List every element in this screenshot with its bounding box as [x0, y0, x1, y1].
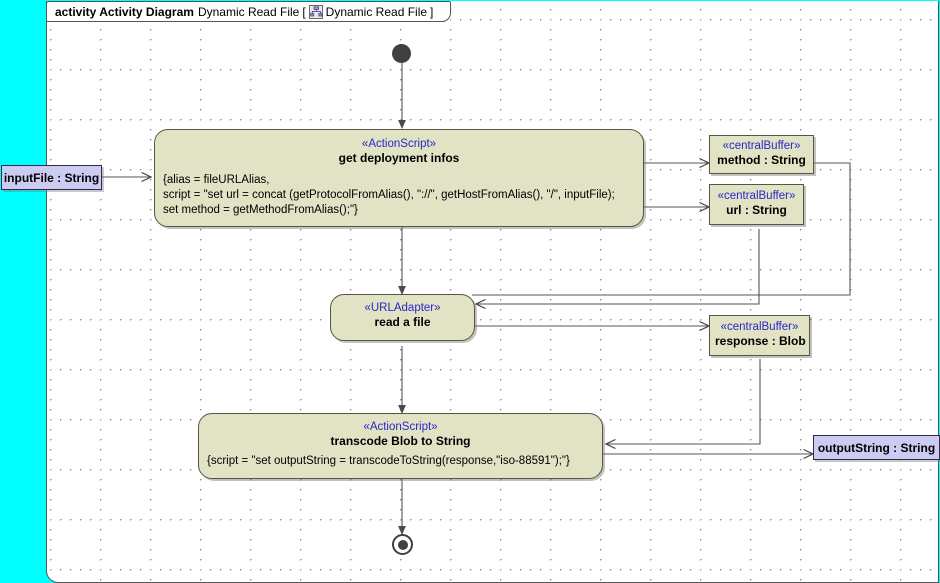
frame-diagram-name: Dynamic Read File [197, 4, 300, 19]
central-buffer-response[interactable]: «centralBuffer» response : Blob [709, 315, 810, 356]
edge-url-to-read-file [476, 229, 760, 304]
stereotype-label: «URLAdapter» [364, 302, 441, 314]
action-node-read-a-file[interactable]: «URLAdapter» read a file [330, 294, 475, 341]
node-body-line: set method = getMethodFromAlias();"} [163, 204, 358, 216]
node-body-line: script = "set url = concat (getProtocolF… [163, 189, 615, 201]
edge-response-to-transcode [606, 359, 761, 444]
node-title: url : String [726, 203, 787, 217]
grid-background [47, 1, 938, 582]
action-node-transcode-blob-to-string[interactable]: «ActionScript» transcode Blob to String … [198, 413, 603, 479]
input-pin-inputfile[interactable]: inputFile : String [1, 165, 102, 190]
output-pin-label: outputString : String [817, 440, 936, 455]
frame-bracket-open: [ [302, 4, 306, 19]
central-buffer-url[interactable]: «centralBuffer» url : String [709, 184, 804, 225]
stereotype-label: «centralBuffer» [720, 321, 799, 333]
node-title: get deployment infos [338, 151, 460, 165]
stereotype-label: «centralBuffer» [717, 190, 796, 202]
input-pin-label: inputFile : String [3, 170, 100, 185]
activity-diagram-icon [308, 4, 323, 19]
stereotype-label: «ActionScript» [361, 138, 437, 150]
frame-kind-label: activity Activity Diagram [55, 4, 194, 19]
stereotype-label: «centralBuffer» [722, 140, 801, 152]
frame-bracket-close: ] [430, 4, 434, 19]
edge-layer [102, 63, 851, 535]
node-title: transcode Blob to String [330, 434, 471, 448]
frame-qualified-name: Dynamic Read File [325, 4, 428, 19]
output-pin-outputstring[interactable]: outputString : String [813, 435, 940, 460]
node-title: method : String [717, 153, 806, 167]
initial-node[interactable] [392, 44, 411, 63]
stereotype-label: «ActionScript» [363, 421, 438, 433]
action-node-get-deployment-infos[interactable]: «ActionScript» get deployment infos {ali… [154, 129, 644, 227]
node-body-line: {alias = fileURLAlias, [163, 174, 270, 186]
node-title: response : Blob [715, 334, 806, 348]
activity-final-node[interactable] [392, 534, 413, 555]
node-body-line: {script = "set outputString = transcodeT… [207, 455, 570, 467]
diagram-frame-header: activity Activity Diagram Dynamic Read F… [46, 1, 452, 22]
node-title: read a file [374, 315, 431, 329]
central-buffer-method[interactable]: «centralBuffer» method : String [709, 135, 814, 174]
